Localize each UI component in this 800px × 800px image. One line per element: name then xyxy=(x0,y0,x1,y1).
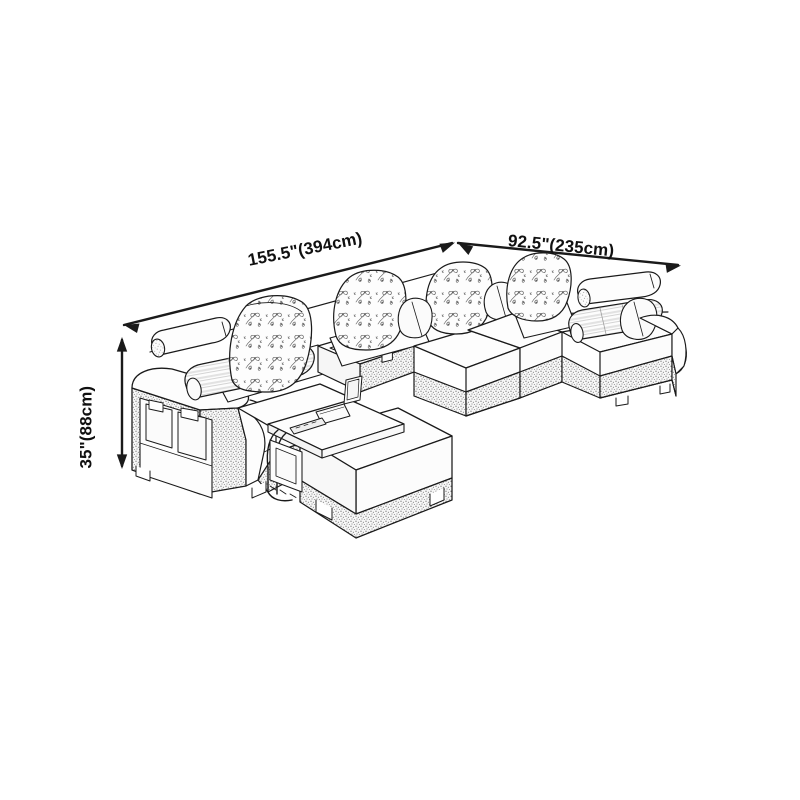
middle-section xyxy=(329,261,521,417)
remote-control xyxy=(289,417,327,435)
headrest-roll xyxy=(577,271,661,308)
floral-cushion xyxy=(333,269,407,351)
armrest-organizer xyxy=(139,397,213,499)
tray-table xyxy=(266,375,405,502)
dimension-arrow-depth xyxy=(456,241,681,273)
floral-cushion xyxy=(229,295,313,393)
headrest-roll xyxy=(150,317,231,358)
floral-cushion xyxy=(425,261,493,335)
ottoman xyxy=(299,407,453,539)
magazine-caddy xyxy=(269,439,303,498)
floral-cushion xyxy=(506,252,572,322)
dimension-arrow-height xyxy=(116,337,128,469)
dimension-label-height: 35"(88cm) xyxy=(76,385,96,469)
dimension-arrow-width xyxy=(122,241,455,333)
laptop xyxy=(315,375,363,425)
corner-wedge xyxy=(465,313,563,417)
right-arm-section xyxy=(506,252,687,407)
